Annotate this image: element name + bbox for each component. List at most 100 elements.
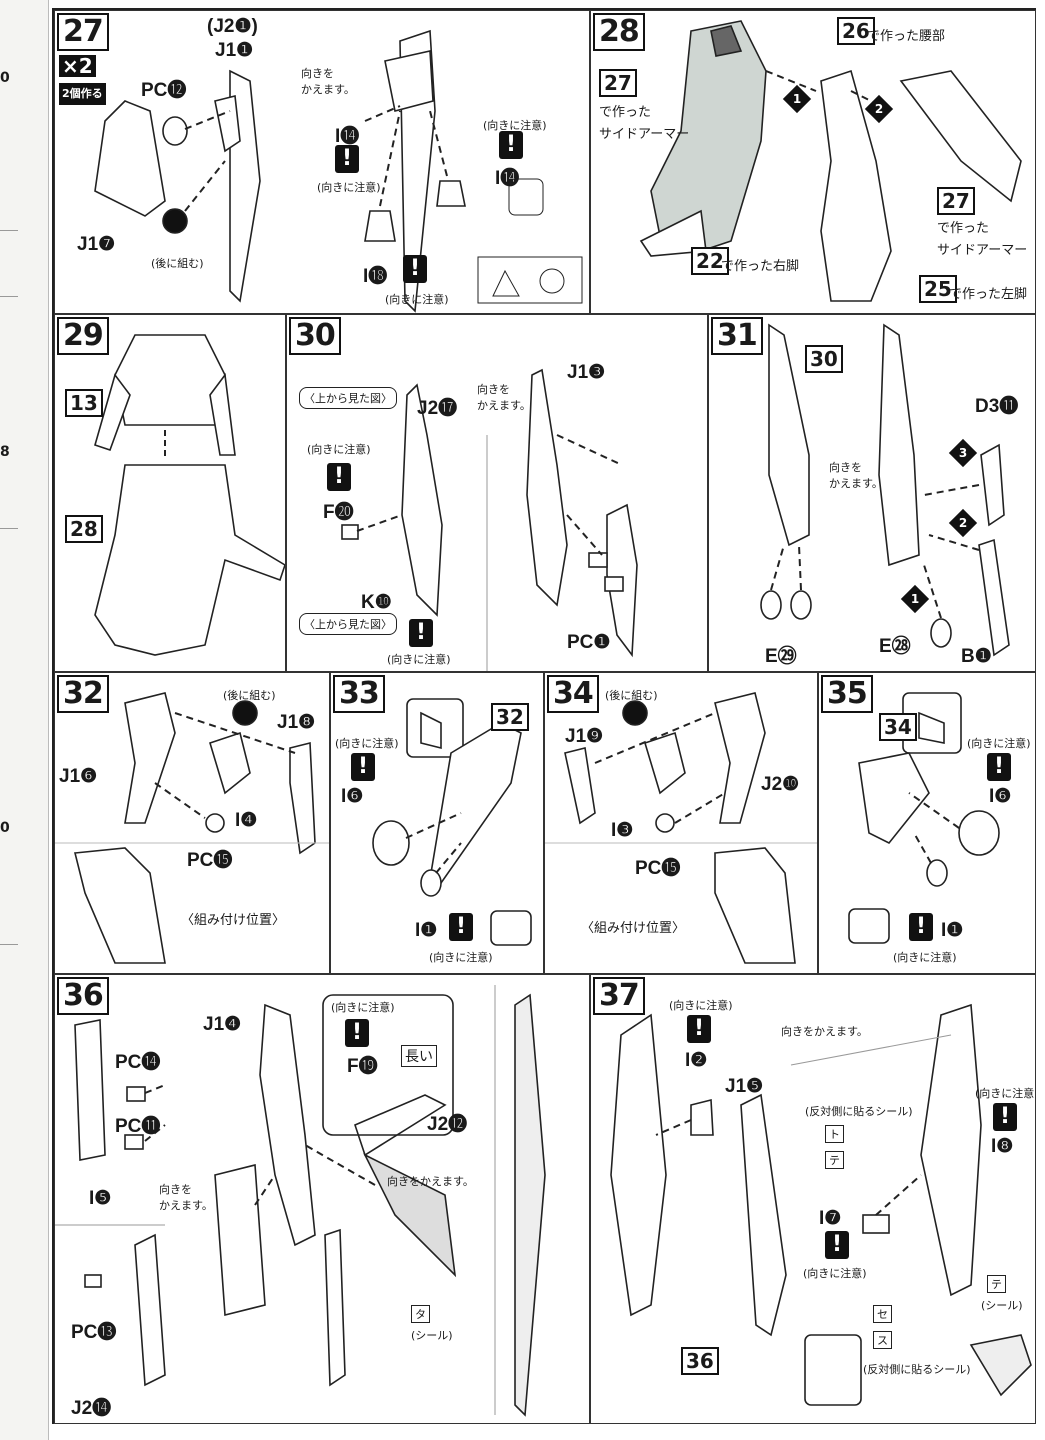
seal-label: セ	[873, 1305, 892, 1323]
quantity-note: 2個作る	[59, 83, 106, 105]
step-number: 31	[711, 317, 763, 355]
part-label: J1❸	[567, 362, 606, 383]
part-label: PC⓭	[71, 1322, 117, 1343]
note-text: で作った右脚	[721, 259, 800, 274]
part-label: I❻	[989, 786, 1012, 807]
note-text: (向きに注意)	[483, 119, 547, 132]
part-label: I❷	[685, 1050, 708, 1071]
step-29-panel: 29 13 28	[54, 314, 286, 672]
note-text: で作った左脚	[949, 287, 1028, 302]
step-number: 33	[333, 675, 385, 713]
note-text: 向きを かえます。	[477, 383, 531, 412]
part-label: J1❹	[203, 1014, 242, 1035]
step-reference: 27	[937, 187, 975, 215]
top-view-label: 〈上から見た図〉	[299, 613, 397, 635]
part-label: I❺	[89, 1188, 112, 1209]
seal-label: テ	[987, 1275, 1006, 1293]
step-30-panel: 30 〈上から見た図〉 (向きに注意) ! F⓴ J2⓱ 向きを かえます。 J…	[286, 314, 708, 672]
part-label: I❻	[341, 786, 364, 807]
note-text: (シール)	[411, 1329, 453, 1342]
part-label: PC⓫	[115, 1116, 161, 1137]
step-number: 32	[57, 675, 109, 713]
caution-icon: !	[909, 913, 933, 941]
margin-mark: 8	[0, 444, 10, 460]
step-reference: 32	[491, 703, 529, 731]
sequence-marker: 3	[948, 438, 978, 468]
note-text: (向きに注意)	[803, 1267, 867, 1280]
note-text: (向きに注意)	[385, 293, 449, 306]
part-label: I⓮	[335, 126, 360, 147]
part-label: I❸	[611, 820, 634, 841]
part-label: J2⓱	[417, 398, 458, 419]
part-label: PC⓬	[141, 80, 187, 101]
part-label: E㉙	[765, 646, 797, 667]
part-label: J2❿	[761, 774, 800, 795]
part-label: J1❶	[215, 40, 254, 61]
caution-icon: !	[327, 463, 351, 491]
caution-icon: !	[409, 619, 433, 647]
step-reference: 34	[879, 713, 917, 741]
step-37-drawing	[610, 1003, 1032, 1406]
note-text: (後に組む)	[151, 257, 204, 270]
step-33-panel: 33 32 (向きに注意) ! I❻ I❶ ! (向きに注意)	[330, 672, 544, 974]
step-reference: 36	[681, 1347, 719, 1375]
note-text: 向きを かえます。	[829, 461, 883, 490]
note-text: 〈組み付け位置〉	[181, 913, 286, 928]
step-number: 27	[57, 13, 109, 51]
seal-label: ス	[873, 1331, 892, 1349]
step-number: 34	[547, 675, 599, 713]
part-label: I⓮	[495, 168, 520, 189]
part-label: F⓳	[347, 1056, 378, 1077]
note-text: (向きに注意)	[975, 1087, 1036, 1100]
step-28-panel: 28 26 で作った腰部 27 で作った サイドアーマー 1 2 27 で作った…	[590, 10, 1036, 314]
note-text: (シール)	[981, 1299, 1023, 1312]
part-label: J1❺	[725, 1076, 764, 1097]
caution-icon: !	[345, 1019, 369, 1047]
step-30-drawing	[341, 368, 638, 671]
quantity-badge: ×2	[59, 55, 96, 77]
note-text: で作った	[599, 105, 652, 120]
note-text: 向きを かえます。	[301, 67, 355, 96]
margin-mark: 0	[0, 70, 10, 86]
part-label: (J2❶)	[207, 16, 258, 37]
caution-icon: !	[449, 913, 473, 941]
step-27-drawing	[94, 29, 583, 313]
part-label: I❶	[415, 920, 438, 941]
sequence-marker: 2	[864, 94, 894, 124]
note-text: サイドアーマー	[937, 243, 1028, 258]
step-28-drawing	[639, 20, 1022, 302]
part-label: PC⓯	[635, 858, 681, 879]
note-text: (向きに注意)	[317, 181, 381, 194]
part-label: J1❽	[277, 712, 316, 733]
step-35-drawing	[848, 692, 1000, 944]
note-text: (向きに注意)	[893, 951, 957, 964]
part-label: PC❶	[567, 632, 611, 653]
margin-tick	[0, 296, 18, 297]
part-label: J2⓮	[71, 1398, 112, 1419]
note-text: で作った腰部	[867, 29, 946, 44]
caution-icon: !	[993, 1103, 1017, 1131]
step-reference: 25	[919, 275, 957, 303]
top-view-label: 〈上から見た図〉	[299, 387, 397, 409]
step-29-drawing	[94, 334, 285, 656]
note-text: (向きに注意)	[335, 737, 399, 750]
step-number: 28	[593, 13, 645, 51]
sequence-marker: 2	[948, 508, 978, 538]
note-text: (向きに注意)	[669, 999, 733, 1012]
step-reference: 30	[805, 345, 843, 373]
part-label: PC⓮	[115, 1052, 161, 1073]
part-label: I❼	[819, 1208, 842, 1229]
step-number: 37	[593, 977, 645, 1015]
step-number: 30	[289, 317, 341, 355]
part-label: PC⓯	[187, 850, 233, 871]
caution-icon: !	[403, 255, 427, 283]
part-label: B❶	[961, 646, 992, 667]
part-label: D3⓫	[975, 396, 1019, 417]
step-37-panel: 37 (向きに注意) ! I❷ J1❺ 向きをかえます。 (反対側に貼るシール)…	[590, 974, 1036, 1424]
part-label: I❶	[941, 920, 964, 941]
part-label: E㉘	[879, 636, 911, 657]
caution-icon: !	[687, 1015, 711, 1043]
caution-icon: !	[335, 145, 359, 173]
caution-icon: !	[987, 753, 1011, 781]
step-reference: 28	[65, 515, 103, 543]
